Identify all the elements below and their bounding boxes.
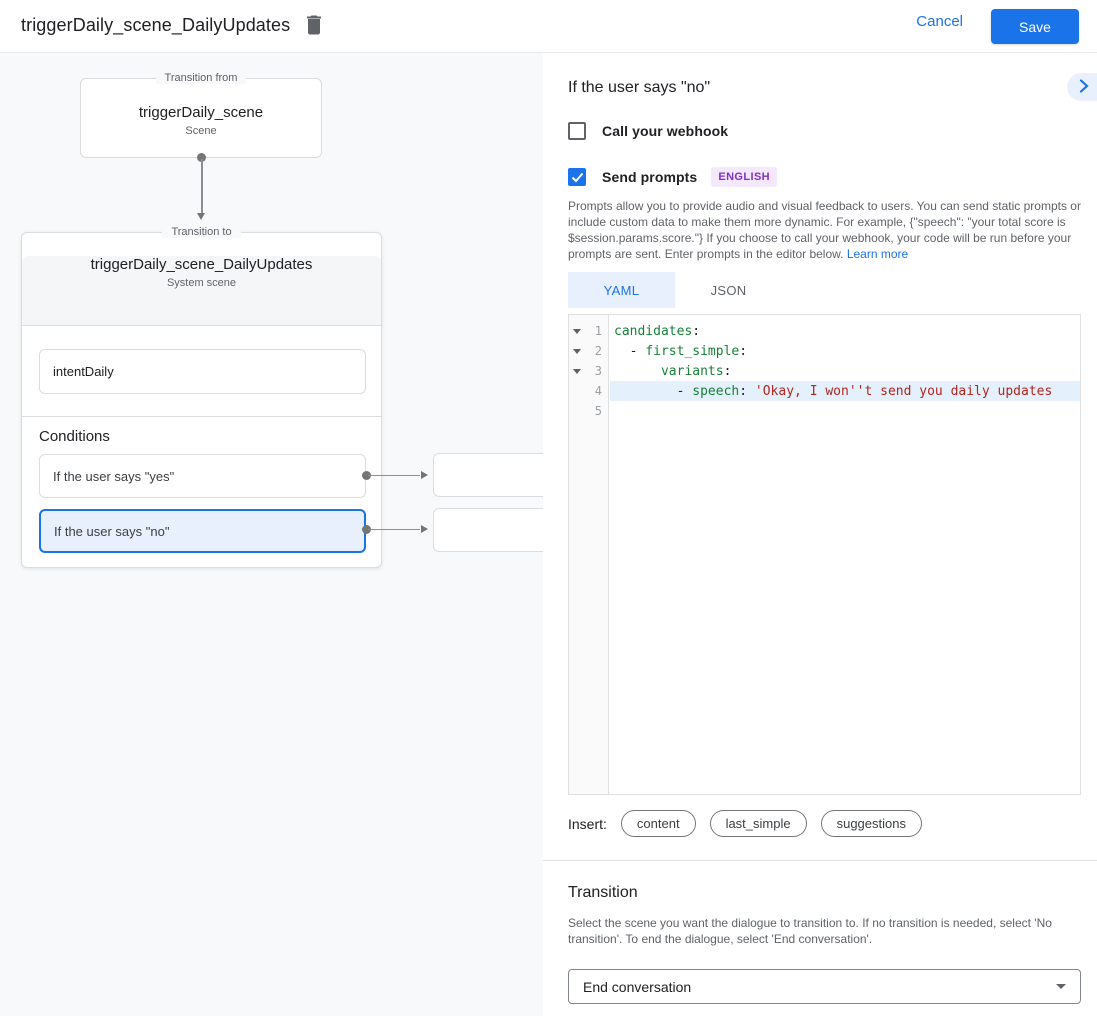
gutter-line[interactable]: 2	[569, 341, 608, 361]
to-scene-header: triggerDaily_scene_DailyUpdates System s…	[22, 256, 381, 326]
code-token-plain	[614, 364, 661, 379]
editor-code-area[interactable]: candidates: - first_simple: variants: - …	[610, 315, 1080, 794]
to-scene-name: triggerDaily_scene_DailyUpdates	[90, 256, 313, 273]
save-button[interactable]: Save	[991, 9, 1079, 44]
condition-item-yes[interactable]: If the user says "yes"	[39, 454, 366, 498]
chip-content[interactable]: content	[620, 810, 696, 837]
main-content: Transition from triggerDaily_scene Scene…	[0, 53, 1097, 1016]
transition-to-legend: Transition to	[22, 226, 381, 238]
to-scene-type: System scene	[166, 277, 237, 289]
code-token-plain: -	[614, 343, 646, 359]
learn-more-link[interactable]: Learn more	[846, 247, 909, 261]
chip-last-simple[interactable]: last_simple	[709, 810, 807, 837]
call-webhook-checkbox-row[interactable]: Call your webhook	[568, 122, 728, 140]
page-title: triggerDaily_scene_DailyUpdates	[21, 15, 291, 35]
prompts-description: Prompts allow you to provide audio and v…	[568, 199, 1081, 261]
code-token-key: first_simple	[645, 343, 740, 359]
gutter-line[interactable]: 1	[569, 321, 608, 341]
line-number: 2	[594, 344, 602, 358]
insert-snippet-row: Insert: content last_simple suggestions	[568, 810, 936, 837]
code-token-plain: :	[723, 363, 732, 379]
gutter-line: 4	[569, 381, 608, 401]
transition-dropdown-value: End conversation	[583, 978, 692, 995]
prompts-checkbox-checked[interactable]	[568, 168, 586, 186]
code-token-plain: :	[739, 343, 748, 359]
from-scene-name: triggerDaily_scene	[138, 104, 264, 121]
line-number: 1	[594, 324, 602, 338]
scene-diagram-canvas[interactable]: Transition from triggerDaily_scene Scene…	[0, 53, 543, 1016]
editor-format-tabs: YAML JSON	[568, 272, 782, 308]
condition-yes-target-node[interactable]	[433, 453, 543, 497]
condition-no-connector-arrow	[362, 525, 428, 534]
condition-item-no-selected[interactable]: If the user says "no"	[39, 509, 366, 553]
fold-arrow-icon[interactable]	[573, 368, 581, 374]
code-token-key: candidates	[614, 323, 693, 339]
conditions-label: Conditions	[39, 428, 110, 445]
cancel-button[interactable]: Cancel	[916, 13, 963, 30]
tab-json[interactable]: JSON	[710, 282, 747, 298]
condition-editor-panel: If the user says "no" Call your webhook …	[543, 53, 1097, 1016]
code-token-key: variants	[660, 363, 724, 379]
intent-item[interactable]: intentDaily	[39, 349, 366, 394]
from-scene-type: Scene	[185, 125, 217, 137]
transition-dropdown[interactable]: End conversation	[568, 969, 1081, 1004]
card-divider	[22, 416, 381, 417]
code-line-active[interactable]: - speech: 'Okay, I won''t send you daily…	[610, 381, 1080, 401]
language-badge: ENGLISH	[711, 167, 778, 187]
top-bar: triggerDaily_scene_DailyUpdates Cancel S…	[0, 0, 1097, 53]
chevron-right-icon	[1079, 78, 1089, 96]
code-token-plain: :	[739, 383, 755, 399]
panel-title: If the user says "no"	[568, 79, 711, 96]
code-lines: candidates: - first_simple: variants: - …	[610, 315, 1080, 421]
gutter-line: 5	[569, 401, 608, 421]
yaml-code-editor[interactable]: 1 2 3 4 5 candidates: - first_simple: varian…	[568, 314, 1081, 795]
fold-arrow-icon[interactable]	[573, 328, 581, 334]
fold-arrow-icon[interactable]	[573, 348, 581, 354]
code-line[interactable]: - first_simple:	[610, 341, 1080, 361]
transition-arrow-vertical	[197, 153, 206, 223]
tab-yaml[interactable]: YAML	[568, 272, 675, 308]
code-line[interactable]	[610, 401, 1080, 421]
code-token-key: speech	[692, 383, 740, 399]
condition-no-target-node[interactable]	[433, 508, 543, 552]
transition-description: Select the scene you want the dialogue t…	[568, 916, 1052, 946]
prompts-label: Send prompts	[602, 169, 698, 185]
trash-icon	[305, 15, 323, 38]
transition-from-node[interactable]: Transition from triggerDaily_scene Scene	[80, 72, 322, 158]
webhook-label: Call your webhook	[602, 123, 729, 139]
code-token-plain: -	[614, 383, 693, 399]
condition-yes-connector-arrow	[362, 471, 428, 480]
transition-from-legend: Transition from	[81, 72, 321, 84]
send-prompts-checkbox-row[interactable]: Send prompts ENGLISH	[568, 167, 778, 187]
code-line[interactable]: candidates:	[610, 321, 1080, 341]
code-token-plain: :	[692, 323, 701, 339]
code-token-string: 'Okay, I won''t send you daily updates	[754, 383, 1053, 399]
transition-to-node[interactable]: Transition to triggerDaily_scene_DailyUp…	[21, 226, 382, 568]
line-number: 3	[594, 364, 602, 378]
gutter-line[interactable]: 3	[569, 361, 608, 381]
section-divider	[543, 860, 1097, 861]
collapse-panel-button[interactable]	[1067, 73, 1097, 101]
transition-section-title: Transition	[568, 884, 638, 901]
line-number: 4	[594, 384, 602, 398]
code-line[interactable]: variants:	[610, 361, 1080, 381]
dropdown-caret-icon	[1056, 984, 1066, 989]
gutter-rows: 1 2 3 4 5	[569, 315, 608, 421]
insert-label: Insert:	[568, 815, 607, 832]
chip-suggestions[interactable]: suggestions	[820, 810, 922, 837]
line-number: 5	[594, 404, 602, 418]
editor-gutter: 1 2 3 4 5	[569, 315, 609, 794]
webhook-checkbox-unchecked[interactable]	[568, 122, 586, 140]
delete-scene-button[interactable]	[300, 12, 328, 40]
